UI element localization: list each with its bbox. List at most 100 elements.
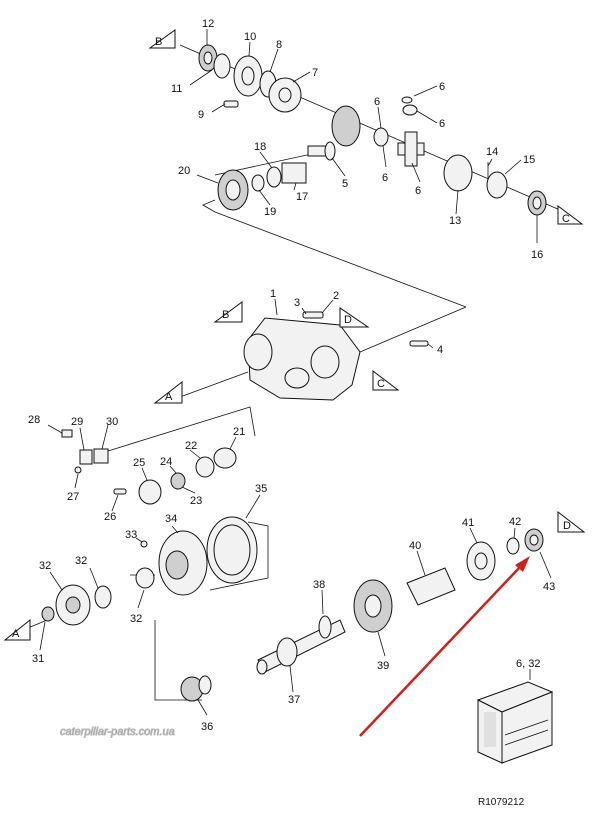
part-18-bearing [266,166,282,188]
label-29: 29 [71,416,83,428]
bevel-ring-gear [331,105,361,147]
ref-marker-c-top: C [557,205,584,225]
svg-text:C: C [562,213,570,225]
label-28: 28 [28,414,40,426]
part-1-housing [247,317,361,401]
label-19: 19 [264,206,276,218]
drawing-code: R1079212 [478,797,525,808]
part-26-bolt [113,488,127,495]
label-6-b: 6 [439,118,445,130]
ref-marker-c-mid: C [372,369,400,391]
label-7: 7 [312,67,318,79]
part-25-nut [138,479,162,505]
part-19-washer [251,174,265,192]
lower-left-assembly: 35 34 33 32 32 32 31 A [3,483,269,701]
label-38: 38 [313,579,325,591]
mid-small-parts: 28 29 30 27 25 24 22 21 23 26 [28,406,256,523]
label-42: 42 [509,516,521,528]
part-37-shaft [257,619,346,673]
label-8: 8 [276,39,282,51]
label-32-b: 32 [75,555,87,567]
label-23: 23 [190,495,202,507]
label-2: 2 [333,290,339,302]
part-3-bolt [302,311,324,319]
part-13-diff-case [443,154,473,192]
kit-box: 6, 32 [476,658,554,764]
part-38-ring [318,615,332,639]
label-24: 24 [160,456,172,468]
part-9-bolt [223,100,239,108]
part-40-sleeve [406,567,456,606]
gear-shaft-assembly: 38 36 37 39 40 41 42 43 D [180,510,586,733]
part-15-bearing [486,171,508,199]
part-31-nut [41,606,55,622]
label-31: 31 [32,653,44,665]
part-4-pin [409,340,429,347]
label-3: 3 [294,297,300,309]
label-10: 10 [244,31,256,43]
part-32-seal [135,567,155,589]
label-4: 4 [437,344,443,356]
ref-marker-d-mid: D [339,307,370,328]
label-27: 27 [67,491,79,503]
label-18: 18 [254,141,266,153]
housing-assembly: 1 3 2 4 B D A C [153,288,467,404]
part-24-ring [170,472,186,490]
svg-text:A: A [165,391,173,403]
label-5: 5 [342,178,348,190]
svg-text:C: C [377,378,385,390]
label-26: 26 [104,511,116,523]
ref-marker-a-mid: A [153,380,183,404]
label-6-c: 6 [374,96,380,108]
part-11-ring [213,53,231,79]
label-35: 35 [255,483,267,495]
label-1: 1 [270,288,276,300]
label-16: 16 [531,249,543,261]
label-6-e: 6 [415,185,421,197]
label-36: 36 [201,721,213,733]
highlight-arrow [359,556,530,737]
svg-text:D: D [563,520,571,532]
svg-text:D: D [344,314,352,326]
label-25: 25 [133,457,145,469]
part-32-washer [94,585,112,609]
label-37: 37 [288,694,300,706]
part-6-pinion-top [402,104,418,116]
top-assembly: 12 10 8 11 7 9 6 6 6 6 6 18 20 19 17 5 1… [148,18,584,308]
ref-marker-b-mid: B [213,301,243,323]
part-28-fitting [61,429,73,438]
label-30: 30 [106,416,118,428]
label-39: 39 [377,660,389,672]
label-17: 17 [296,191,308,203]
label-34: 34 [165,513,177,525]
label-32-c: 32 [39,560,51,572]
label-40: 40 [409,540,421,552]
label-6-a: 6 [439,81,445,93]
svg-text:B: B [155,36,162,48]
label-9: 9 [198,109,204,121]
part-42-ring [506,537,520,555]
part-30-cover [93,448,109,464]
label-kit-6-32: 6, 32 [516,658,540,670]
part-21-bushing [213,447,237,469]
label-21: 21 [233,426,245,438]
label-43: 43 [543,581,555,593]
ref-marker-a-low: A [3,618,31,641]
watermark-text: caterpillar-parts.com.ua [60,726,175,738]
svg-text:B: B [222,309,229,321]
svg-text:A: A [12,628,20,640]
part-27-screw [74,466,82,474]
part-17-sleeve [281,162,307,184]
ref-marker-d-low: D [557,510,586,533]
label-32-a: 32 [130,613,142,625]
label-22: 22 [185,440,197,452]
label-6-d: 6 [382,172,388,184]
label-15: 15 [523,154,535,166]
part-29-plate [79,449,93,465]
label-41: 41 [462,517,474,529]
label-20: 20 [178,165,190,177]
label-12: 12 [202,18,214,30]
label-13: 13 [449,215,461,227]
part-33-screw [140,540,148,548]
